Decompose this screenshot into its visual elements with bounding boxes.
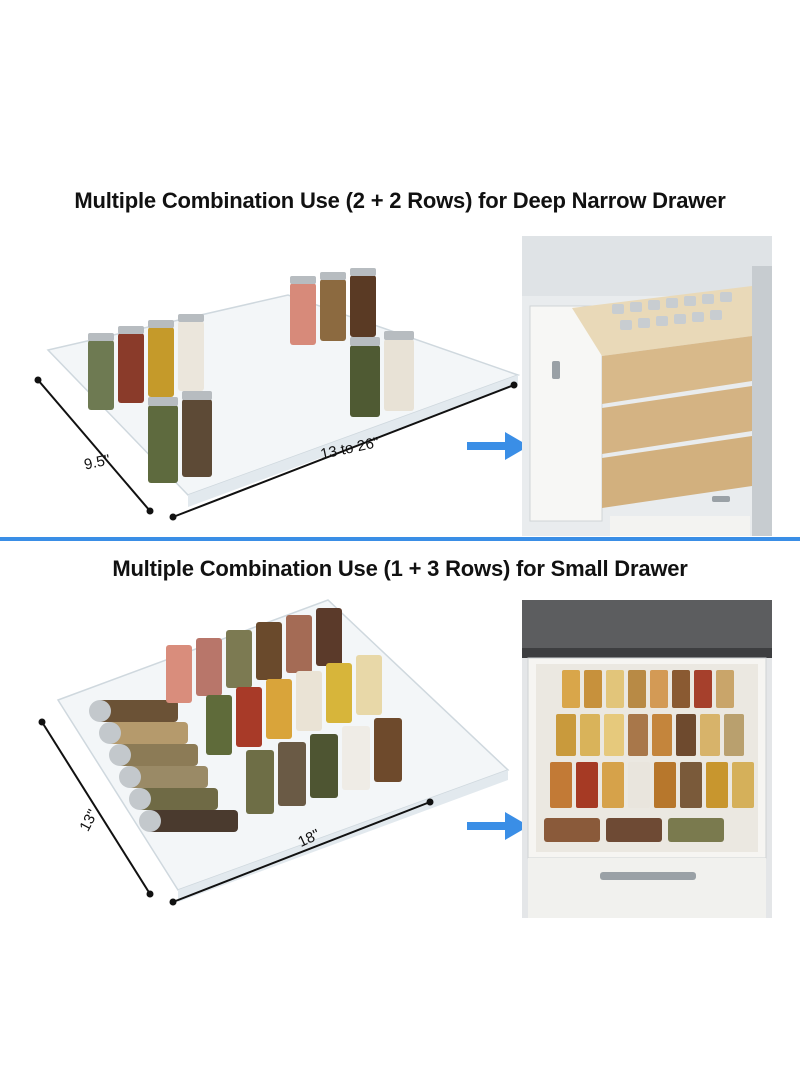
spice-rack-2-plus-2-photo: [34, 268, 521, 521]
right-arrow-icon: [467, 812, 529, 840]
small-drawer-photo: [522, 600, 772, 918]
deep-narrow-drawer-photo: [522, 236, 772, 536]
bottom-heading: Multiple Combination Use (1 + 3 Rows) fo…: [112, 556, 688, 581]
section-divider: [0, 537, 800, 541]
right-arrow-icon: [467, 432, 529, 460]
top-heading: Multiple Combination Use (2 + 2 Rows) fo…: [74, 188, 726, 213]
spice-rack-1-plus-3-photo: [38, 599, 510, 906]
